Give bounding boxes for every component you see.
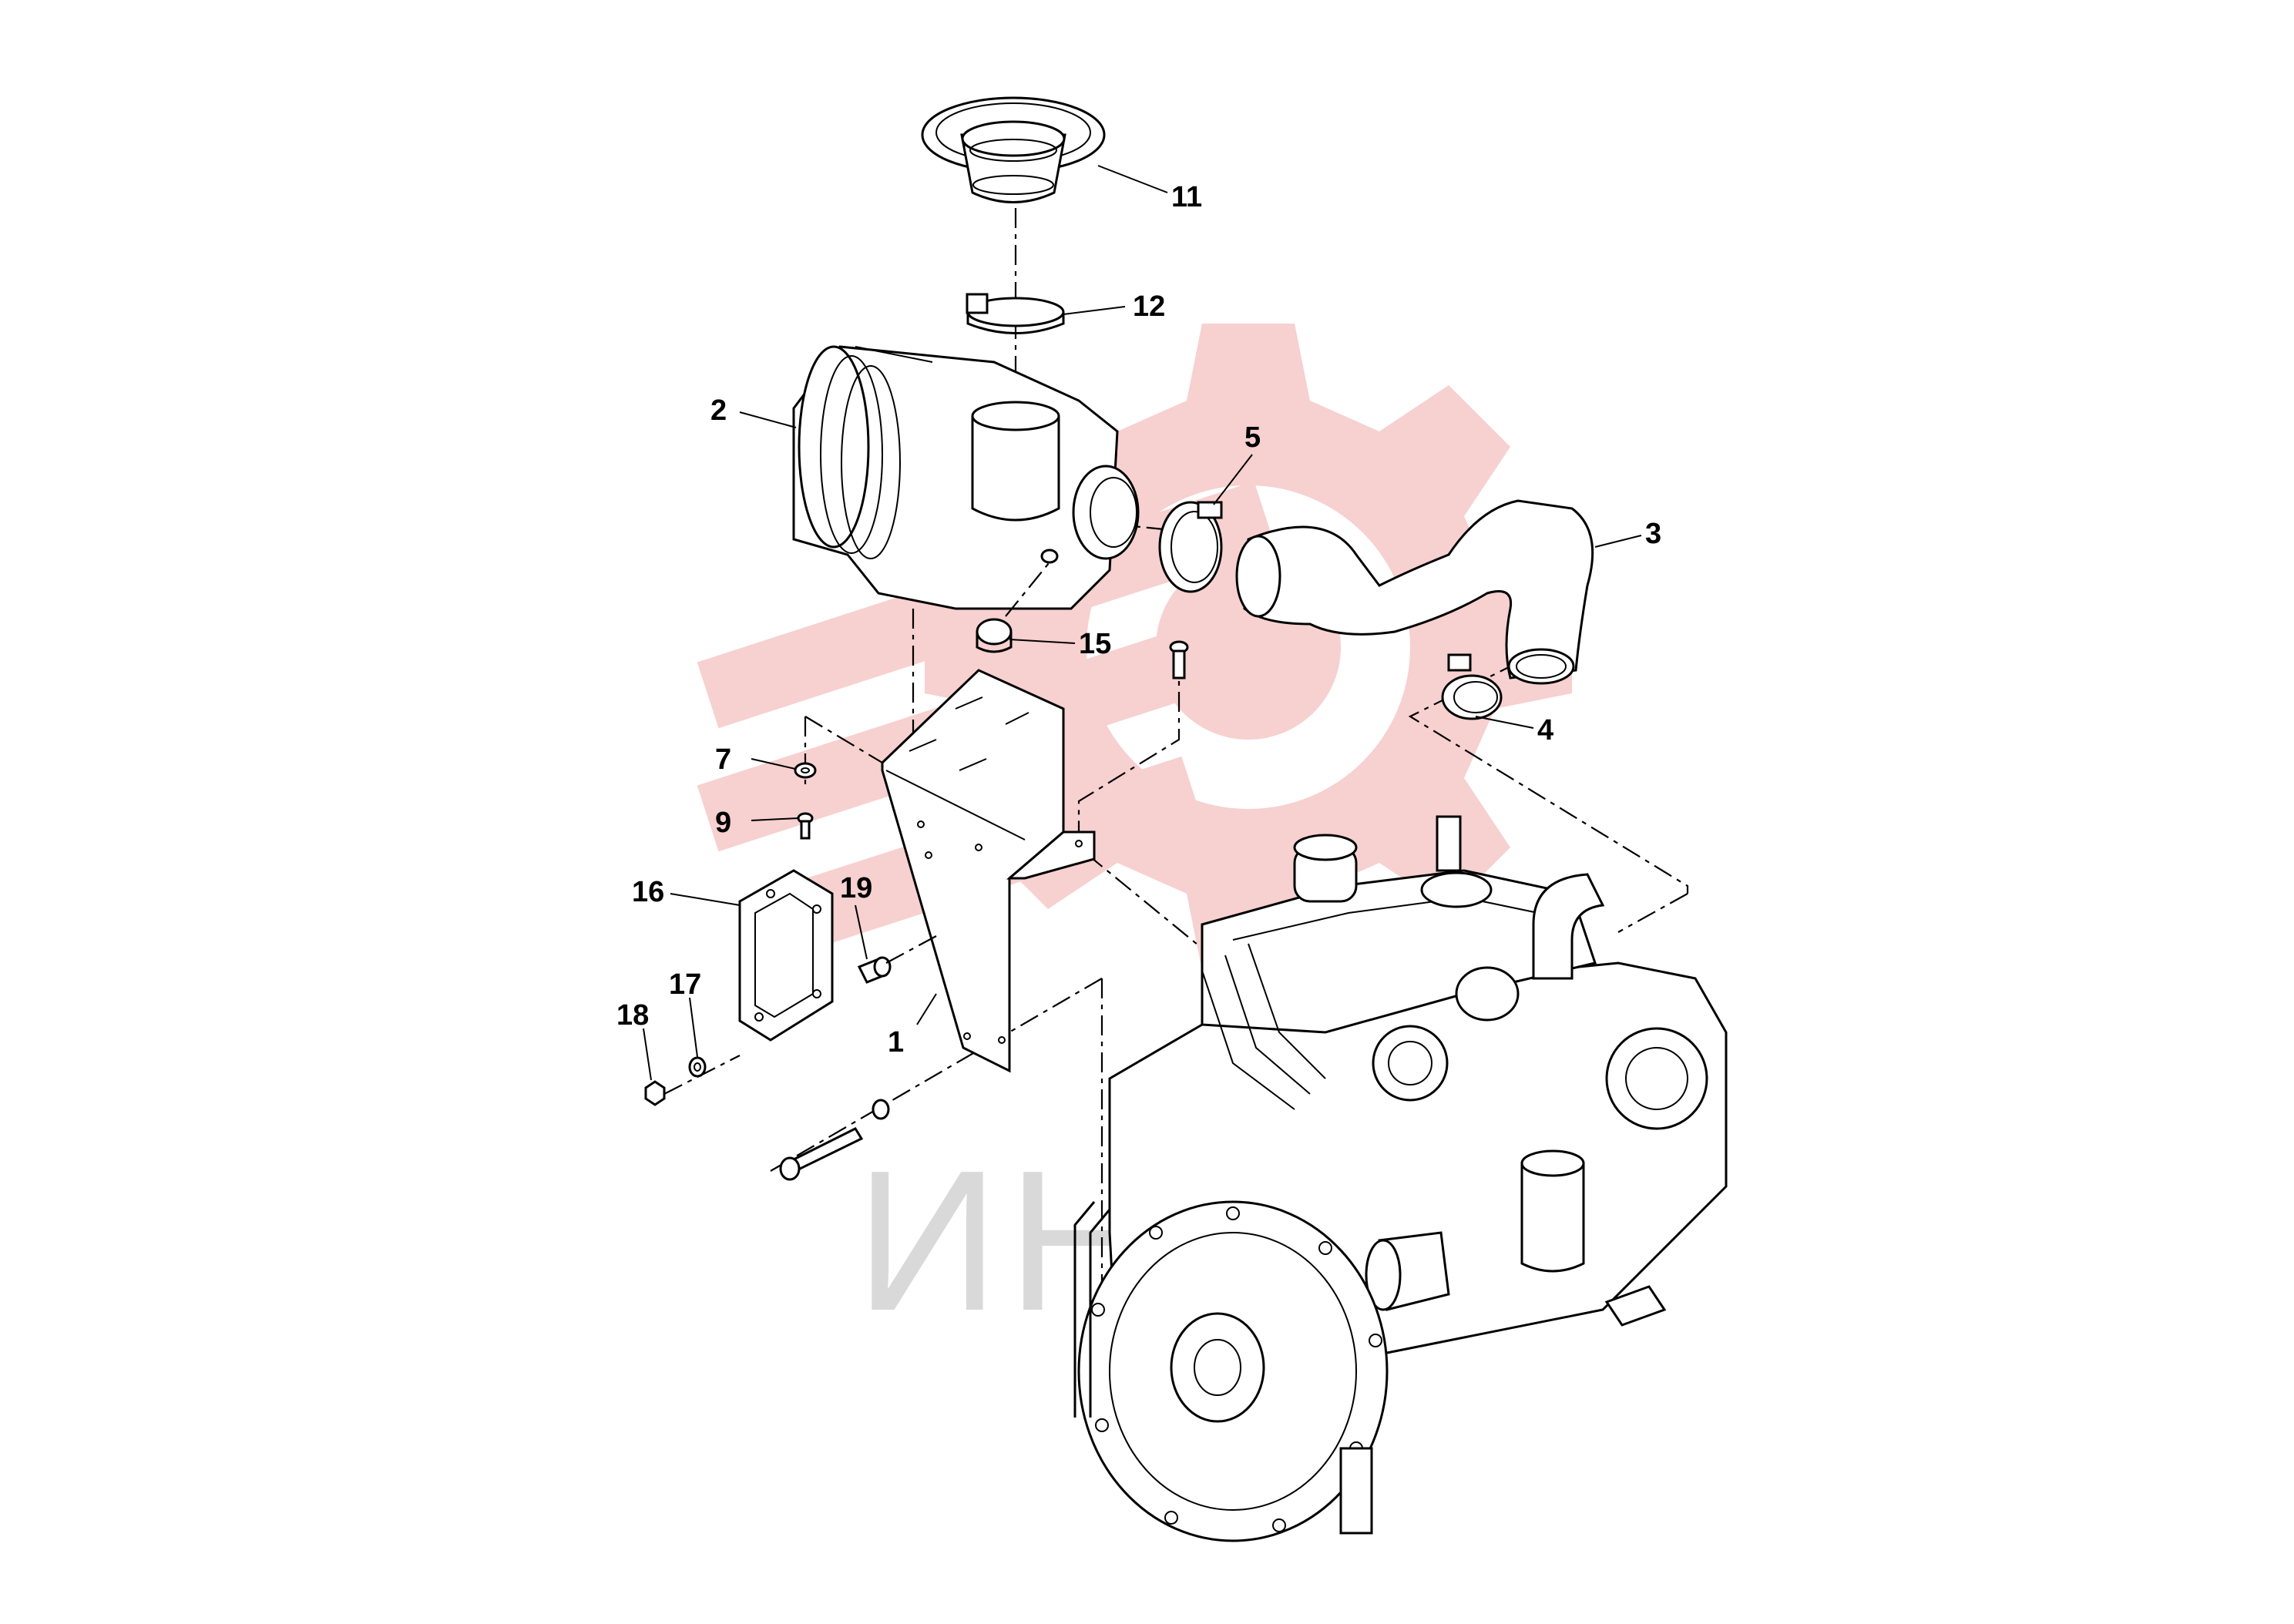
callout-4: 4 bbox=[1537, 714, 1553, 747]
part-nut-18 bbox=[644, 1080, 666, 1106]
callout-12: 12 bbox=[1133, 290, 1165, 323]
callout-1: 1 bbox=[888, 1026, 904, 1059]
callout-11: 11 bbox=[1171, 181, 1202, 213]
part-clamp-top bbox=[966, 293, 1065, 334]
part-washer-7 bbox=[794, 762, 817, 779]
callout-7: 7 bbox=[715, 743, 731, 776]
callout-15: 15 bbox=[1079, 628, 1111, 660]
engine-assembly bbox=[1073, 815, 1728, 1542]
part-bolt-bracket bbox=[1169, 640, 1189, 679]
callout-3: 3 bbox=[1645, 518, 1661, 550]
part-bolt-9 bbox=[797, 812, 814, 840]
leader-lines bbox=[643, 165, 1642, 1081]
callout-9: 9 bbox=[715, 807, 731, 839]
part-bolt-lower bbox=[779, 1099, 890, 1181]
part-clamp-lower bbox=[1441, 653, 1503, 720]
part-clamp-mid bbox=[1158, 501, 1223, 593]
part-intake-hose bbox=[1235, 499, 1594, 685]
part-bracket bbox=[881, 669, 1096, 1073]
callout-18: 18 bbox=[616, 999, 649, 1032]
callout-5: 5 bbox=[1244, 421, 1261, 454]
callout-17: 17 bbox=[669, 968, 701, 1001]
part-spacer bbox=[857, 935, 937, 984]
part-rain-cap bbox=[921, 96, 1106, 203]
callout-16: 16 bbox=[632, 876, 664, 908]
part-plate bbox=[738, 869, 834, 1042]
callout-2: 2 bbox=[710, 394, 727, 427]
part-air-cleaner bbox=[792, 345, 1140, 610]
callout-19: 19 bbox=[840, 872, 872, 904]
part-vacuator-valve bbox=[976, 549, 1059, 653]
